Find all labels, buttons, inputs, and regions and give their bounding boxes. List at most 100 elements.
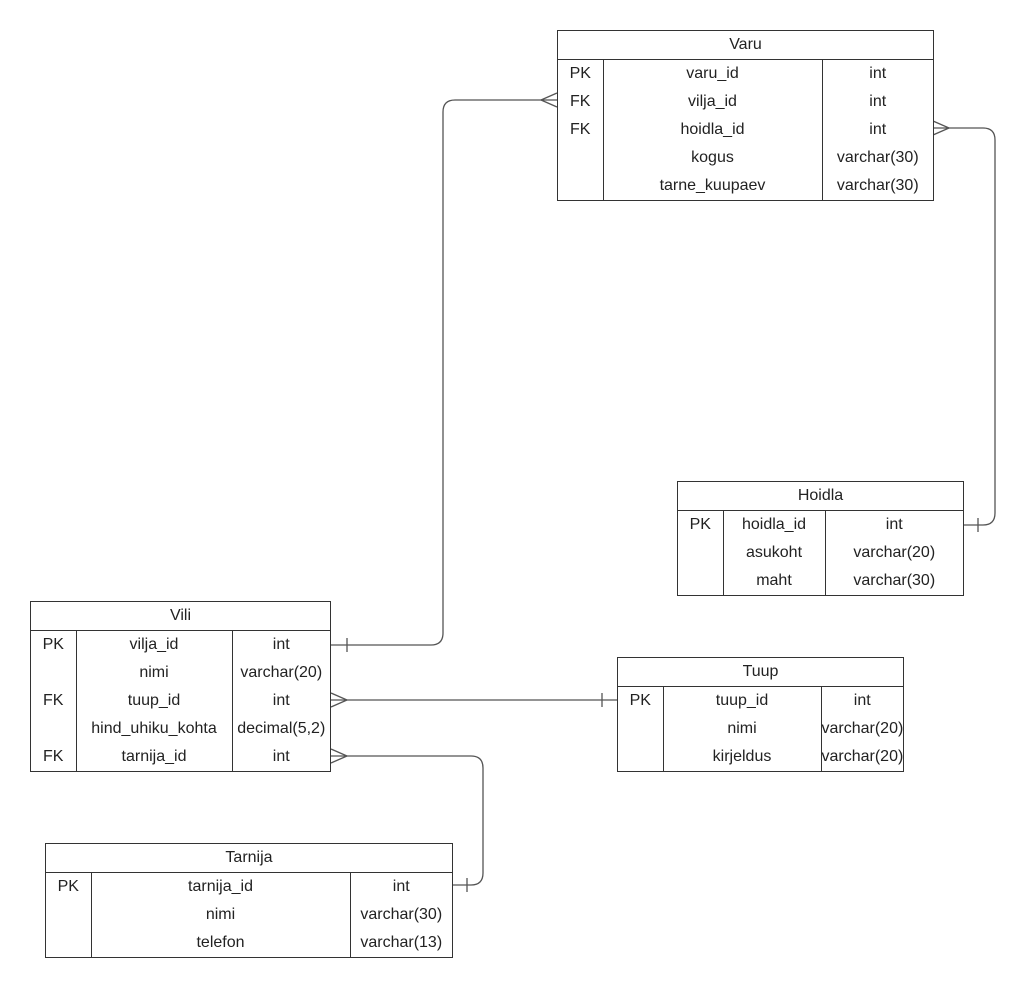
field-type: int bbox=[869, 65, 887, 82]
crowfoot-many-icon bbox=[330, 748, 348, 757]
field-type: decimal(5,2) bbox=[237, 720, 326, 737]
key-cell bbox=[678, 567, 724, 595]
key-cell bbox=[31, 659, 77, 687]
field-type: int bbox=[885, 516, 903, 533]
field-name: tarnija_id bbox=[91, 873, 351, 901]
field-name: maht bbox=[723, 567, 826, 595]
field-name: nimi bbox=[91, 901, 351, 929]
entity-title: Tarnija bbox=[46, 844, 452, 873]
entity-title: Hoidla bbox=[678, 482, 963, 511]
table-row: tarne_kuupaev varchar(30) bbox=[558, 172, 933, 200]
key-cell bbox=[558, 144, 604, 172]
field-name: kirjeldus bbox=[663, 743, 822, 771]
field-name: hoidla_id bbox=[603, 116, 823, 144]
table-row: nimi varchar(30) bbox=[46, 901, 452, 929]
key-cell: PK bbox=[31, 631, 77, 659]
field-name: tarnija_id bbox=[76, 743, 233, 771]
field-name: hind_uhiku_kohta bbox=[76, 715, 233, 743]
field-type: int bbox=[392, 878, 410, 895]
field-name: telefon bbox=[91, 929, 351, 957]
table-row: nimi varchar(20) bbox=[31, 659, 330, 687]
key-cell bbox=[46, 929, 92, 957]
field-name: tuup_id bbox=[663, 687, 822, 715]
table-row: asukoht varchar(20) bbox=[678, 539, 963, 567]
field-type: int bbox=[853, 692, 871, 709]
field-name: varu_id bbox=[603, 60, 823, 88]
field-name: vilja_id bbox=[76, 631, 233, 659]
field-name: asukoht bbox=[723, 539, 826, 567]
key-cell bbox=[618, 715, 664, 743]
field-type: int bbox=[272, 636, 290, 653]
field-type: varchar(30) bbox=[836, 177, 919, 194]
field-type: varchar(30) bbox=[360, 906, 443, 923]
key-cell bbox=[31, 715, 77, 743]
key-cell bbox=[558, 172, 604, 200]
entity-title: Vili bbox=[31, 602, 330, 631]
field-type: int bbox=[869, 121, 887, 138]
key-cell: PK bbox=[558, 60, 604, 88]
field-name: tarne_kuupaev bbox=[603, 172, 823, 200]
field-type: varchar(20) bbox=[821, 720, 904, 737]
crowfoot-many-icon bbox=[932, 120, 950, 129]
key-cell: FK bbox=[558, 116, 604, 144]
crowfoot-many-icon bbox=[540, 92, 558, 101]
field-name: nimi bbox=[76, 659, 233, 687]
relationship-varu-vili bbox=[331, 92, 558, 652]
key-cell bbox=[46, 901, 92, 929]
field-type: varchar(20) bbox=[240, 664, 323, 681]
key-cell bbox=[678, 539, 724, 567]
field-type: int bbox=[272, 748, 290, 765]
key-cell: FK bbox=[31, 743, 77, 771]
key-cell: FK bbox=[31, 687, 77, 715]
field-name: vilja_id bbox=[603, 88, 823, 116]
field-name: hoidla_id bbox=[723, 511, 826, 539]
entity-title: Varu bbox=[558, 31, 933, 60]
relationship-vili-tuup bbox=[330, 692, 617, 708]
key-cell: PK bbox=[618, 687, 664, 715]
field-type: int bbox=[869, 93, 887, 110]
relationship-varu-hoidla bbox=[932, 120, 996, 532]
field-type: int bbox=[272, 692, 290, 709]
field-type: varchar(30) bbox=[836, 149, 919, 166]
field-type: varchar(20) bbox=[821, 748, 904, 765]
key-cell bbox=[618, 743, 664, 771]
crowfoot-many-icon bbox=[330, 692, 348, 701]
key-cell: PK bbox=[678, 511, 724, 539]
field-name: nimi bbox=[663, 715, 822, 743]
table-row: maht varchar(30) bbox=[678, 567, 963, 595]
field-name: kogus bbox=[603, 144, 823, 172]
entity-title: Tuup bbox=[618, 658, 903, 687]
field-type: varchar(20) bbox=[853, 544, 936, 561]
relationship-vili-tarnija bbox=[330, 748, 484, 892]
key-cell: FK bbox=[558, 88, 604, 116]
table-row: kogus varchar(30) bbox=[558, 144, 933, 172]
field-type: varchar(13) bbox=[360, 934, 443, 951]
field-name: tuup_id bbox=[76, 687, 233, 715]
table-row: telefon varchar(13) bbox=[46, 929, 452, 957]
field-type: varchar(30) bbox=[853, 572, 936, 589]
key-cell: PK bbox=[46, 873, 92, 901]
